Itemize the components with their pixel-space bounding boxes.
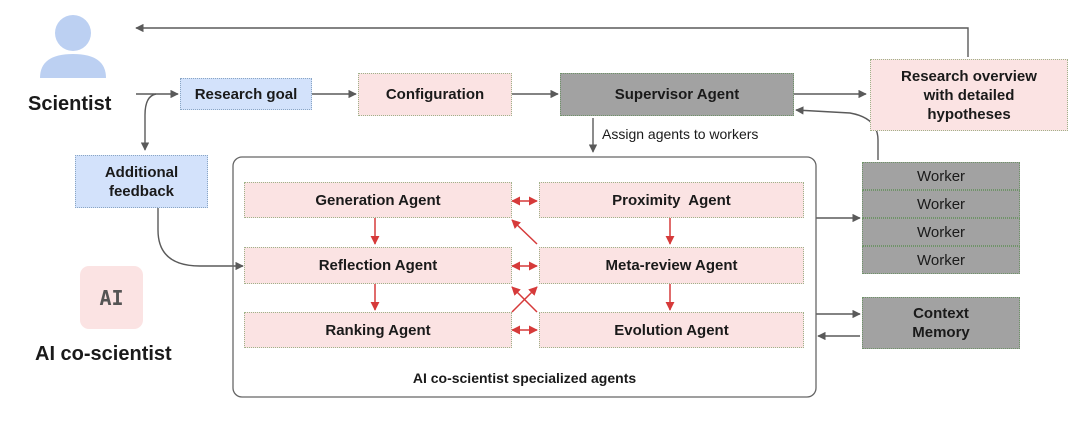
agents-container-label: AI co-scientist specialized agents (412, 370, 637, 386)
context-memory-node: Context Memory (862, 297, 1020, 349)
evolution-agent-node: Evolution Agent (539, 312, 804, 348)
worker-label: Worker (916, 251, 966, 269)
generation-agent-node: Generation Agent (244, 182, 512, 218)
worker-3: Worker (862, 218, 1020, 246)
reflection-agent-node: Reflection Agent (244, 247, 512, 284)
ai-badge: AI (80, 266, 143, 329)
generation-agent-label: Generation Agent (315, 191, 441, 209)
ranking-agent-label: Ranking Agent (325, 321, 431, 339)
proximity-agent-label: Proximity Agent (612, 191, 731, 209)
proximity-agent-node: Proximity Agent (539, 182, 804, 218)
assign-agents-label: Assign agents to workers (602, 126, 759, 142)
scientist-label: Scientist (28, 93, 112, 115)
context-memory-label: Context Memory (912, 305, 970, 341)
ranking-agent-node: Ranking Agent (244, 312, 512, 348)
research-goal-label: Research goal (194, 85, 298, 103)
worker-label: Worker (916, 195, 966, 213)
configuration-label: Configuration (385, 86, 485, 103)
research-overview-label: Research overview with detailed hypothes… (901, 67, 1037, 123)
metareview-to-generation-arrow (511, 219, 538, 245)
meta-review-agent-label: Meta-review Agent (605, 257, 738, 274)
overview-to-scientist-arrow (135, 23, 969, 57)
workers-to-supervisor-arrow (795, 106, 879, 160)
scientist-person-icon (40, 15, 106, 78)
scientist-to-feedback-arrow (140, 93, 157, 151)
worker-4: Worker (862, 246, 1020, 274)
research-goal-node: Research goal (180, 78, 312, 110)
research-overview-node: Research overview with detailed hypothes… (870, 59, 1068, 131)
agents-container (232, 156, 817, 398)
agent-flow-arrows (370, 196, 675, 335)
ai-coscientist-label: AI co-scientist (35, 343, 172, 365)
worker-label: Worker (916, 167, 966, 185)
meta-review-agent-node: Meta-review Agent (539, 247, 804, 284)
feedback-to-reflection-arrow (157, 208, 244, 271)
configuration-node: Configuration (358, 73, 512, 116)
additional-feedback-label: Additional feedback (104, 163, 179, 200)
ranking-to-metareview-arrow (511, 286, 538, 313)
additional-feedback-node: Additional feedback (75, 155, 208, 208)
supervisor-agent-node: Supervisor Agent (560, 73, 794, 116)
worker-label: Worker (916, 223, 966, 241)
evolution-agent-label: Evolution Agent (614, 321, 729, 339)
worker-1: Worker (862, 162, 1020, 190)
worker-2: Worker (862, 190, 1020, 218)
supervisor-agent-label: Supervisor Agent (614, 86, 740, 103)
reflection-agent-label: Reflection Agent (318, 257, 438, 274)
ai-badge-text: AI (99, 285, 124, 310)
